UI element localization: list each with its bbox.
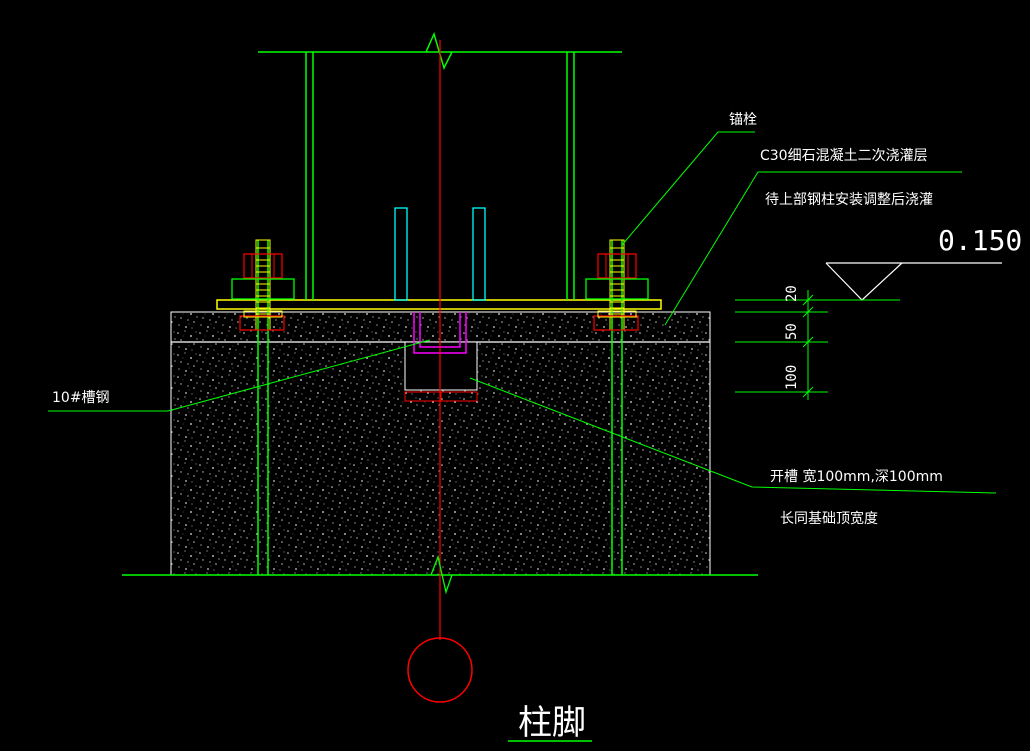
- leader-lines: [48, 131, 997, 494]
- elevation-marker: [825, 262, 1002, 301]
- grout-layer-note: 待上部钢柱安装调整后浇灌: [765, 192, 933, 208]
- dim-50: 50: [784, 323, 800, 340]
- channel-steel-label: 10#槽钢: [52, 390, 110, 406]
- drawing-title: 柱脚: [518, 703, 586, 743]
- slot: [404, 341, 478, 391]
- base-plate: [216, 299, 662, 310]
- anchor-bolt-left: [231, 239, 295, 575]
- elevation-value: 0.150: [938, 224, 1022, 257]
- dimension-lines: [735, 290, 900, 400]
- grout-layer-label: C30细石混凝土二次浇灌层: [760, 148, 928, 164]
- slot-note: 长同基础顶宽度: [780, 510, 878, 527]
- anchor-bolt-label: 锚栓: [729, 112, 757, 128]
- dim-100: 100: [784, 365, 800, 390]
- slot-label: 开槽 宽100mm,深100mm: [770, 468, 943, 485]
- dim-20: 20: [784, 285, 800, 302]
- anchor-bolt-right: [585, 239, 649, 575]
- center-axis: [407, 40, 473, 703]
- axis-circle: [407, 637, 473, 703]
- stiffeners: [394, 207, 486, 301]
